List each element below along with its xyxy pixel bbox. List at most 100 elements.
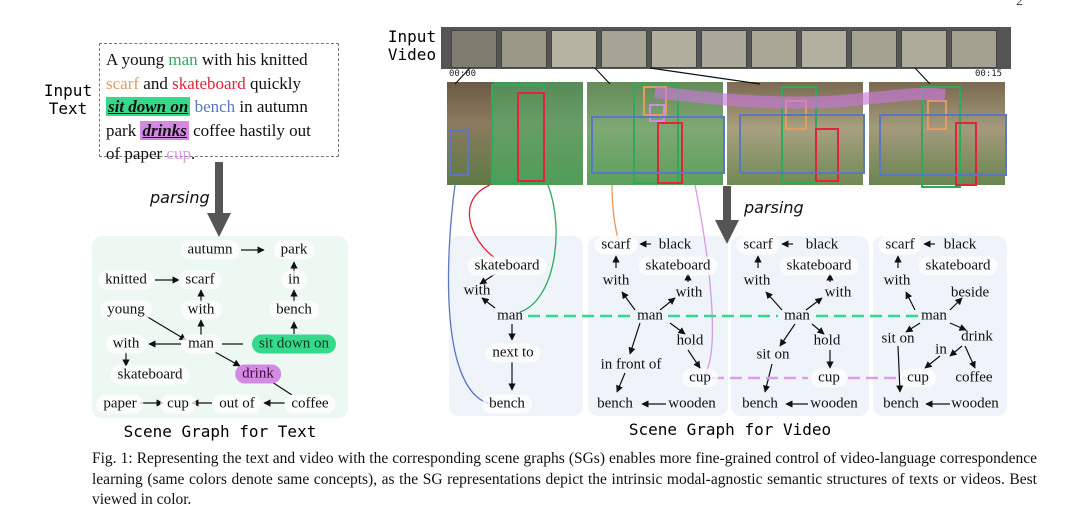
film-frame: [751, 30, 797, 68]
man-box: [633, 84, 679, 184]
tg-node-paper: paper: [96, 394, 144, 414]
vg2-node-scarf: scarf: [594, 235, 638, 255]
parsing-label-text: parsing: [150, 188, 210, 207]
tg-node-man: man: [181, 334, 221, 354]
tg-node-bench: bench: [269, 300, 319, 320]
tg-node-autumn: autumn: [180, 240, 240, 260]
film-frame: [501, 30, 547, 68]
vg4-node-cup: cup: [900, 368, 936, 388]
vg4-node-drink: drink: [961, 328, 993, 345]
bench-box: [449, 130, 469, 176]
sg-video-title: Scene Graph for Video: [628, 420, 832, 439]
skateboard-box: [657, 122, 683, 184]
vg1-node-with: with: [463, 282, 491, 299]
video-filmstrip: [441, 27, 1011, 69]
vg1-node-bench: bench: [482, 394, 532, 414]
vg4-node-scarf: scarf: [878, 235, 922, 255]
text-span: .: [190, 144, 196, 163]
skateboard-box: [955, 122, 977, 186]
text-skateboard: skateboard: [172, 73, 246, 93]
vg1-node-man: man: [497, 307, 523, 324]
vg4-node-with: with: [883, 272, 911, 289]
tg-node-park: park: [273, 240, 315, 260]
tg-node-young: young: [100, 300, 152, 320]
skateboard-box: [815, 128, 839, 182]
bench-box: [739, 114, 865, 174]
vg2-node-cup: cup: [682, 368, 718, 388]
sg-text-title: Scene Graph for Text: [123, 422, 317, 441]
vg2-node-black: black: [658, 236, 692, 253]
film-frame: [701, 30, 747, 68]
video-time-start: 00:00: [449, 69, 477, 79]
input-video-label: Input Video: [387, 27, 437, 64]
film-frame: [601, 30, 647, 68]
text-scarf: scarf: [106, 73, 140, 93]
vg3-node-with-2: with: [824, 284, 852, 301]
input-text-box: A young man with his knitted scarf and s…: [99, 43, 339, 163]
vg2-node-in-front-of: in front of: [600, 356, 662, 373]
scarf-box: [643, 86, 667, 116]
vg3-node-scarf: scarf: [736, 235, 780, 255]
man-box: [921, 86, 961, 188]
text-sit-down-on: sit down on: [106, 97, 191, 116]
film-frame: [451, 30, 497, 68]
vg3-node-skateboard: skateboard: [779, 256, 859, 276]
vg4-node-wooden: wooden: [951, 395, 999, 412]
vg1-node-next-to: next to: [485, 343, 541, 363]
vg2-node-hold: hold: [676, 332, 704, 349]
tg-node-skateboard: skateboard: [110, 365, 190, 385]
vg2-node-wooden: wooden: [668, 395, 716, 412]
tg-node-in: in: [281, 270, 307, 290]
tg-node-with-2: with: [105, 334, 147, 354]
vg2-node-with-1: with: [602, 272, 630, 289]
text-cup: cup: [166, 144, 191, 163]
vg2-node-skateboard: skateboard: [638, 256, 718, 276]
input-text-label: Input Text: [43, 81, 93, 118]
figure-caption: Fig. 1: Representing the text and video …: [92, 450, 1037, 508]
tg-node-coffee: coffee: [284, 394, 336, 414]
text-span: with his knitted: [197, 50, 308, 69]
tg-node-knitted: knitted: [98, 270, 154, 290]
vg2-node-man: man: [637, 307, 663, 324]
bench-box: [591, 116, 725, 174]
vg3-node-sit-on: sit on: [756, 346, 790, 363]
tg-node-with-1: with: [180, 300, 222, 320]
text-span: quickly: [245, 73, 301, 93]
film-frame: [951, 30, 997, 68]
video-time-end: 00:15: [975, 69, 1003, 79]
text-man: man: [168, 50, 198, 69]
vg4-node-beside: beside: [950, 284, 990, 301]
tg-node-cup: cup: [160, 394, 196, 414]
video-keyframe-1: [447, 82, 583, 185]
tg-node-drink: drink: [235, 364, 281, 384]
parsing-label-video: parsing: [744, 198, 804, 217]
cup-box: [649, 104, 665, 122]
text-span: in autumn: [235, 97, 308, 116]
skateboard-box: [517, 92, 545, 182]
film-frame: [801, 30, 847, 68]
film-frame: [651, 30, 697, 68]
vg4-node-in: in: [935, 341, 947, 358]
text-span: of paper: [106, 144, 167, 163]
vg3-node-bench: bench: [742, 395, 778, 412]
vg4-node-skateboard: skateboard: [918, 256, 998, 276]
vg1-node-skateboard: skateboard: [467, 256, 547, 276]
frame-overlay: [493, 82, 583, 185]
text-span: A young: [106, 50, 169, 69]
page-number: 2: [1016, 0, 1023, 9]
vg4-node-man: man: [921, 307, 947, 324]
vg2-node-with-2: with: [675, 284, 703, 301]
vg4-node-coffee: coffee: [955, 369, 993, 386]
vg2-node-bench: bench: [597, 395, 633, 412]
vg3-node-black: black: [805, 236, 839, 253]
text-bench: bench: [194, 97, 236, 116]
text-span: and: [139, 73, 173, 93]
vg3-node-wooden: wooden: [810, 395, 858, 412]
tg-node-scarf: scarf: [178, 270, 222, 290]
vg4-node-black: black: [943, 236, 977, 253]
film-frame: [851, 30, 897, 68]
vg3-node-man: man: [784, 307, 810, 324]
vg4-node-sit-on: sit on: [881, 330, 915, 347]
film-frame: [551, 30, 597, 68]
